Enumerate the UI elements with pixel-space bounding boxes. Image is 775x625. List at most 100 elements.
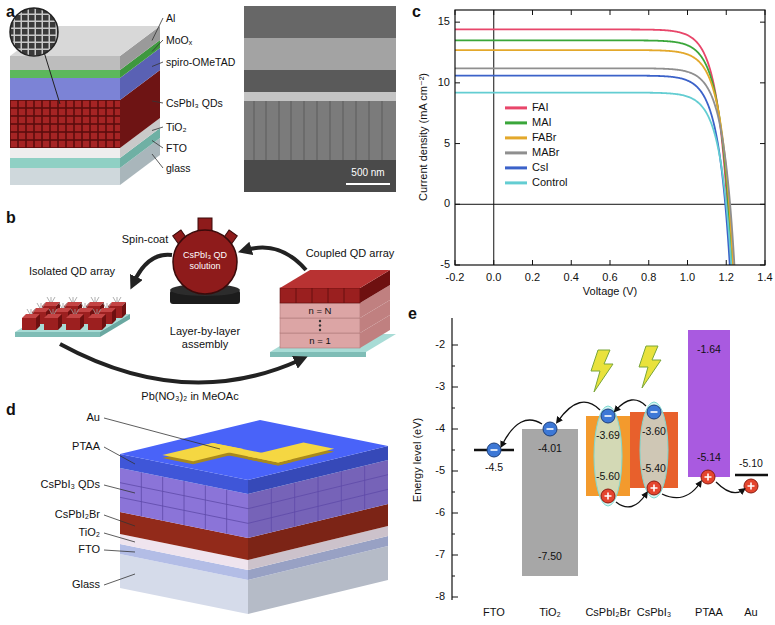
label-slot: PTAA <box>72 440 100 453</box>
label-slot: a <box>6 2 15 21</box>
layer-label: MoOₓ <box>166 34 192 47</box>
tick-label: 1.4 <box>757 271 772 284</box>
energy-diagram <box>601 489 615 503</box>
legend-swatch <box>505 152 527 155</box>
jv-curve <box>455 68 756 265</box>
sem-cross-section <box>244 38 396 70</box>
label-slot: e <box>408 304 417 323</box>
scale-bar-label: 500 nm <box>351 167 384 179</box>
legend-text: MAI <box>532 116 552 129</box>
label-slot: Au <box>87 411 100 424</box>
label-slot: 1.2 <box>719 271 734 284</box>
material-label: CsPbI₂Br <box>585 606 630 619</box>
step-label: Spin-coat <box>122 233 168 246</box>
quantum-dot <box>122 302 126 318</box>
legend-entry: MAI <box>505 116 552 129</box>
sem-cross-section <box>244 101 396 160</box>
label-slot: 15 <box>438 16 450 29</box>
tick-mark <box>455 82 765 83</box>
label-slot: FTO <box>483 606 505 619</box>
energy-diagram <box>594 406 622 506</box>
qd-layer <box>312 288 313 303</box>
layer-label: Au <box>87 411 100 424</box>
tick-label: -3 <box>435 380 445 393</box>
tick-label: 0.6 <box>602 271 617 284</box>
tick-mark <box>493 10 494 265</box>
label-slot: TiO₂ <box>539 606 561 619</box>
qd-array <box>15 270 396 357</box>
label-slot: FTO <box>166 142 187 155</box>
material-label: PTAA <box>695 606 723 619</box>
layer-label: glass <box>166 162 191 175</box>
inset-micrograph <box>10 8 60 104</box>
substrate <box>15 332 100 337</box>
label-slot: 1.4 <box>757 271 772 284</box>
ellipsis-dot <box>319 329 321 331</box>
legend-swatch <box>505 167 527 170</box>
label-slot: PTAA <box>695 606 723 619</box>
energy-diagram <box>662 483 700 498</box>
label-slot: Energy level (eV) <box>411 418 424 502</box>
layer-label: PTAA <box>72 440 100 453</box>
energy-diagram <box>701 470 715 484</box>
tick-label: 1.2 <box>719 271 734 284</box>
layer-label: CsPbI₃ QDs <box>166 97 223 110</box>
leader-line <box>152 40 163 52</box>
quantum-dot <box>66 318 80 330</box>
energy-diagram <box>591 350 613 392</box>
label-slot: d <box>6 400 16 419</box>
energy-value: -4.5 <box>485 461 503 474</box>
material-label: Au <box>744 606 757 619</box>
device-layer <box>120 420 388 480</box>
layer-label: FTO <box>78 543 100 556</box>
label-slot: glass <box>166 162 191 175</box>
energy-diagram <box>701 470 715 484</box>
legend-entry: Control <box>505 176 567 189</box>
qd-layer <box>280 288 360 303</box>
energy-value: -5.40 <box>642 462 666 475</box>
sem-cross-section <box>244 6 396 38</box>
leader-line <box>152 127 163 131</box>
label-slot: -6 <box>435 506 445 519</box>
leader-line <box>104 485 135 493</box>
qd-layer <box>344 288 345 303</box>
sem-cross-section <box>244 6 396 192</box>
energy-band: -3.60-5.40 <box>630 412 678 488</box>
tick-mark <box>452 387 458 388</box>
step-label: Pb(NO₃)₂ in MeOAc <box>141 390 238 403</box>
label-slot: 5 <box>444 137 450 150</box>
energy-diagram <box>558 402 600 421</box>
tick-mark <box>765 10 766 265</box>
energy-diagram <box>616 494 646 507</box>
panel-letter: a <box>6 2 15 21</box>
inset-micrograph <box>10 8 58 56</box>
label-slot: -5.10 <box>739 457 763 470</box>
jv-curve <box>455 50 756 265</box>
legend-text: FAI <box>532 101 549 114</box>
layer-label: CsPbI₂Br <box>55 508 100 521</box>
tick-label: 10 <box>438 76 450 89</box>
label-slot: CsPbI₃ QDs <box>166 97 223 110</box>
leader-line <box>104 418 220 585</box>
leader-line <box>104 574 135 585</box>
label-slot: -7 <box>435 548 445 561</box>
leader-line <box>152 154 163 168</box>
axis-title: Energy level (eV) <box>411 418 424 502</box>
layer-label: FTO <box>166 142 187 155</box>
sem-cross-section <box>244 160 396 192</box>
energy-diagram <box>605 415 612 417</box>
inset-micrograph <box>44 52 60 104</box>
tick-label: -5 <box>435 464 445 477</box>
ellipsis-dot <box>319 324 321 326</box>
tick-label: -6 <box>435 506 445 519</box>
panel-letter: e <box>408 304 417 323</box>
energy-diagram <box>735 474 768 477</box>
label-slot: -0.2 <box>446 271 465 284</box>
legend-text: Control <box>532 176 567 189</box>
energy-band-fill <box>522 429 578 576</box>
label-slot: spiro-OMeTAD <box>166 56 235 69</box>
tick-label: 0.2 <box>525 271 540 284</box>
label-slot: Coupled QD array <box>306 247 395 260</box>
energy-axis <box>452 318 458 600</box>
tick-mark <box>452 345 458 346</box>
